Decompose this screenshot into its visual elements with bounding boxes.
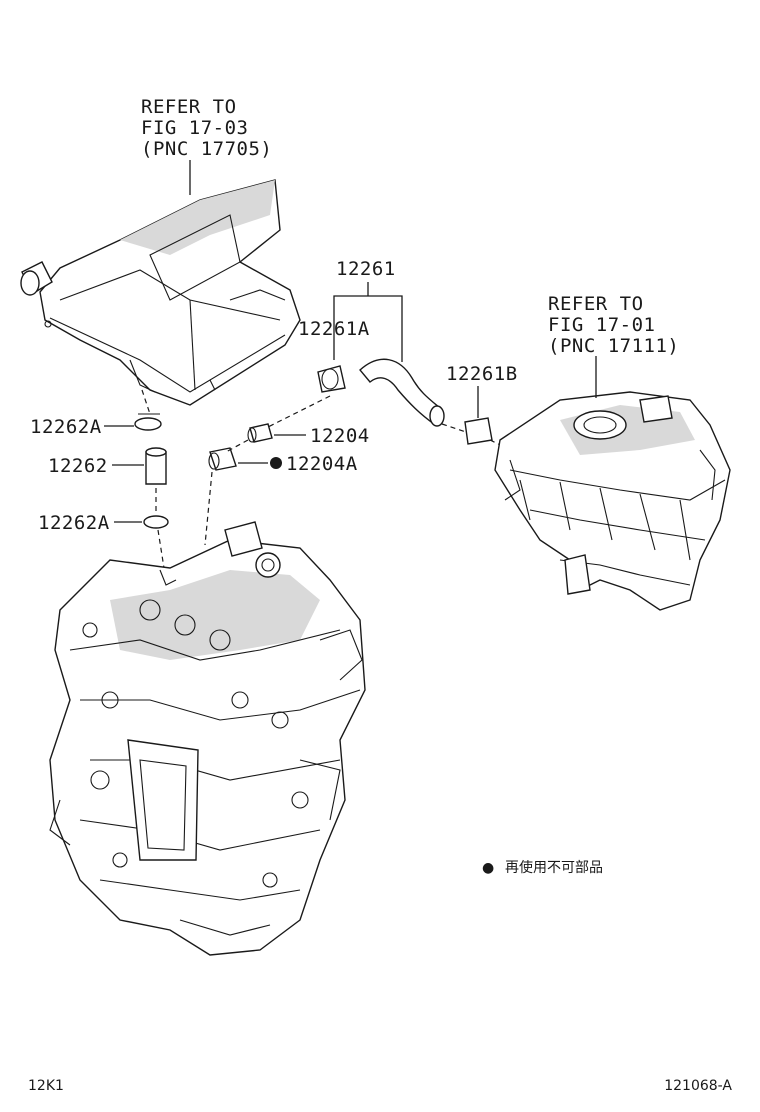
hose-to-clamp-b-dash [441,423,467,433]
legend-marker: ● [482,860,494,876]
intake-manifold-ref-line-3: (PNC 17111) [548,335,679,357]
intake-manifold-ref-line-2: FIG 17-01 [548,314,655,336]
part-label-12261b: 12261B [446,363,518,385]
engine-block-illustration [49,521,366,956]
hose-illustration [317,358,445,427]
intake-manifold-ref-line-1: REFER TO [548,293,644,315]
legend-text: 再使用不可部品 [505,859,603,876]
gasket-to-engine-dash [204,471,213,546]
clip-lower-illustration [143,515,169,529]
pcv-valve-illustration [247,423,273,443]
clamp-a-to-valve-dash [261,395,331,431]
legend: ● 再使用不可部品 [482,859,603,876]
part-label-12262a-lower: 12262A [38,512,110,534]
clip-upper-illustration [134,413,162,431]
clip-to-engine-dash [157,529,165,569]
part-label-12262: 12262 [48,455,108,477]
cover-to-clip-dash [141,389,151,415]
gasket-illustration [208,447,237,471]
part-label-12262a-upper: 12262A [30,416,102,438]
valve-to-gasket-dash [225,439,249,453]
air-cleaner-cover-illustration [20,179,301,406]
part-label-12261: 12261 [336,258,396,280]
intake-manifold-illustration [494,391,731,611]
footer-left-code: 12K1 [28,1078,64,1094]
non-reusable-marker [270,457,282,469]
footer-right-code: 121068-A [664,1078,732,1094]
hose-clamp-b-illustration [464,417,493,445]
air-cleaner-ref-line-3: (PNC 17705) [141,138,272,160]
ventilation-hose-illustration [145,451,167,485]
part-label-12204a: 12204A [286,453,358,475]
air-cleaner-ref-line-1: REFER TO [141,96,237,118]
part-label-12261a: 12261A [298,318,370,340]
air-cleaner-ref-line-2: FIG 17-03 [141,117,248,139]
part-label-12204: 12204 [310,425,370,447]
